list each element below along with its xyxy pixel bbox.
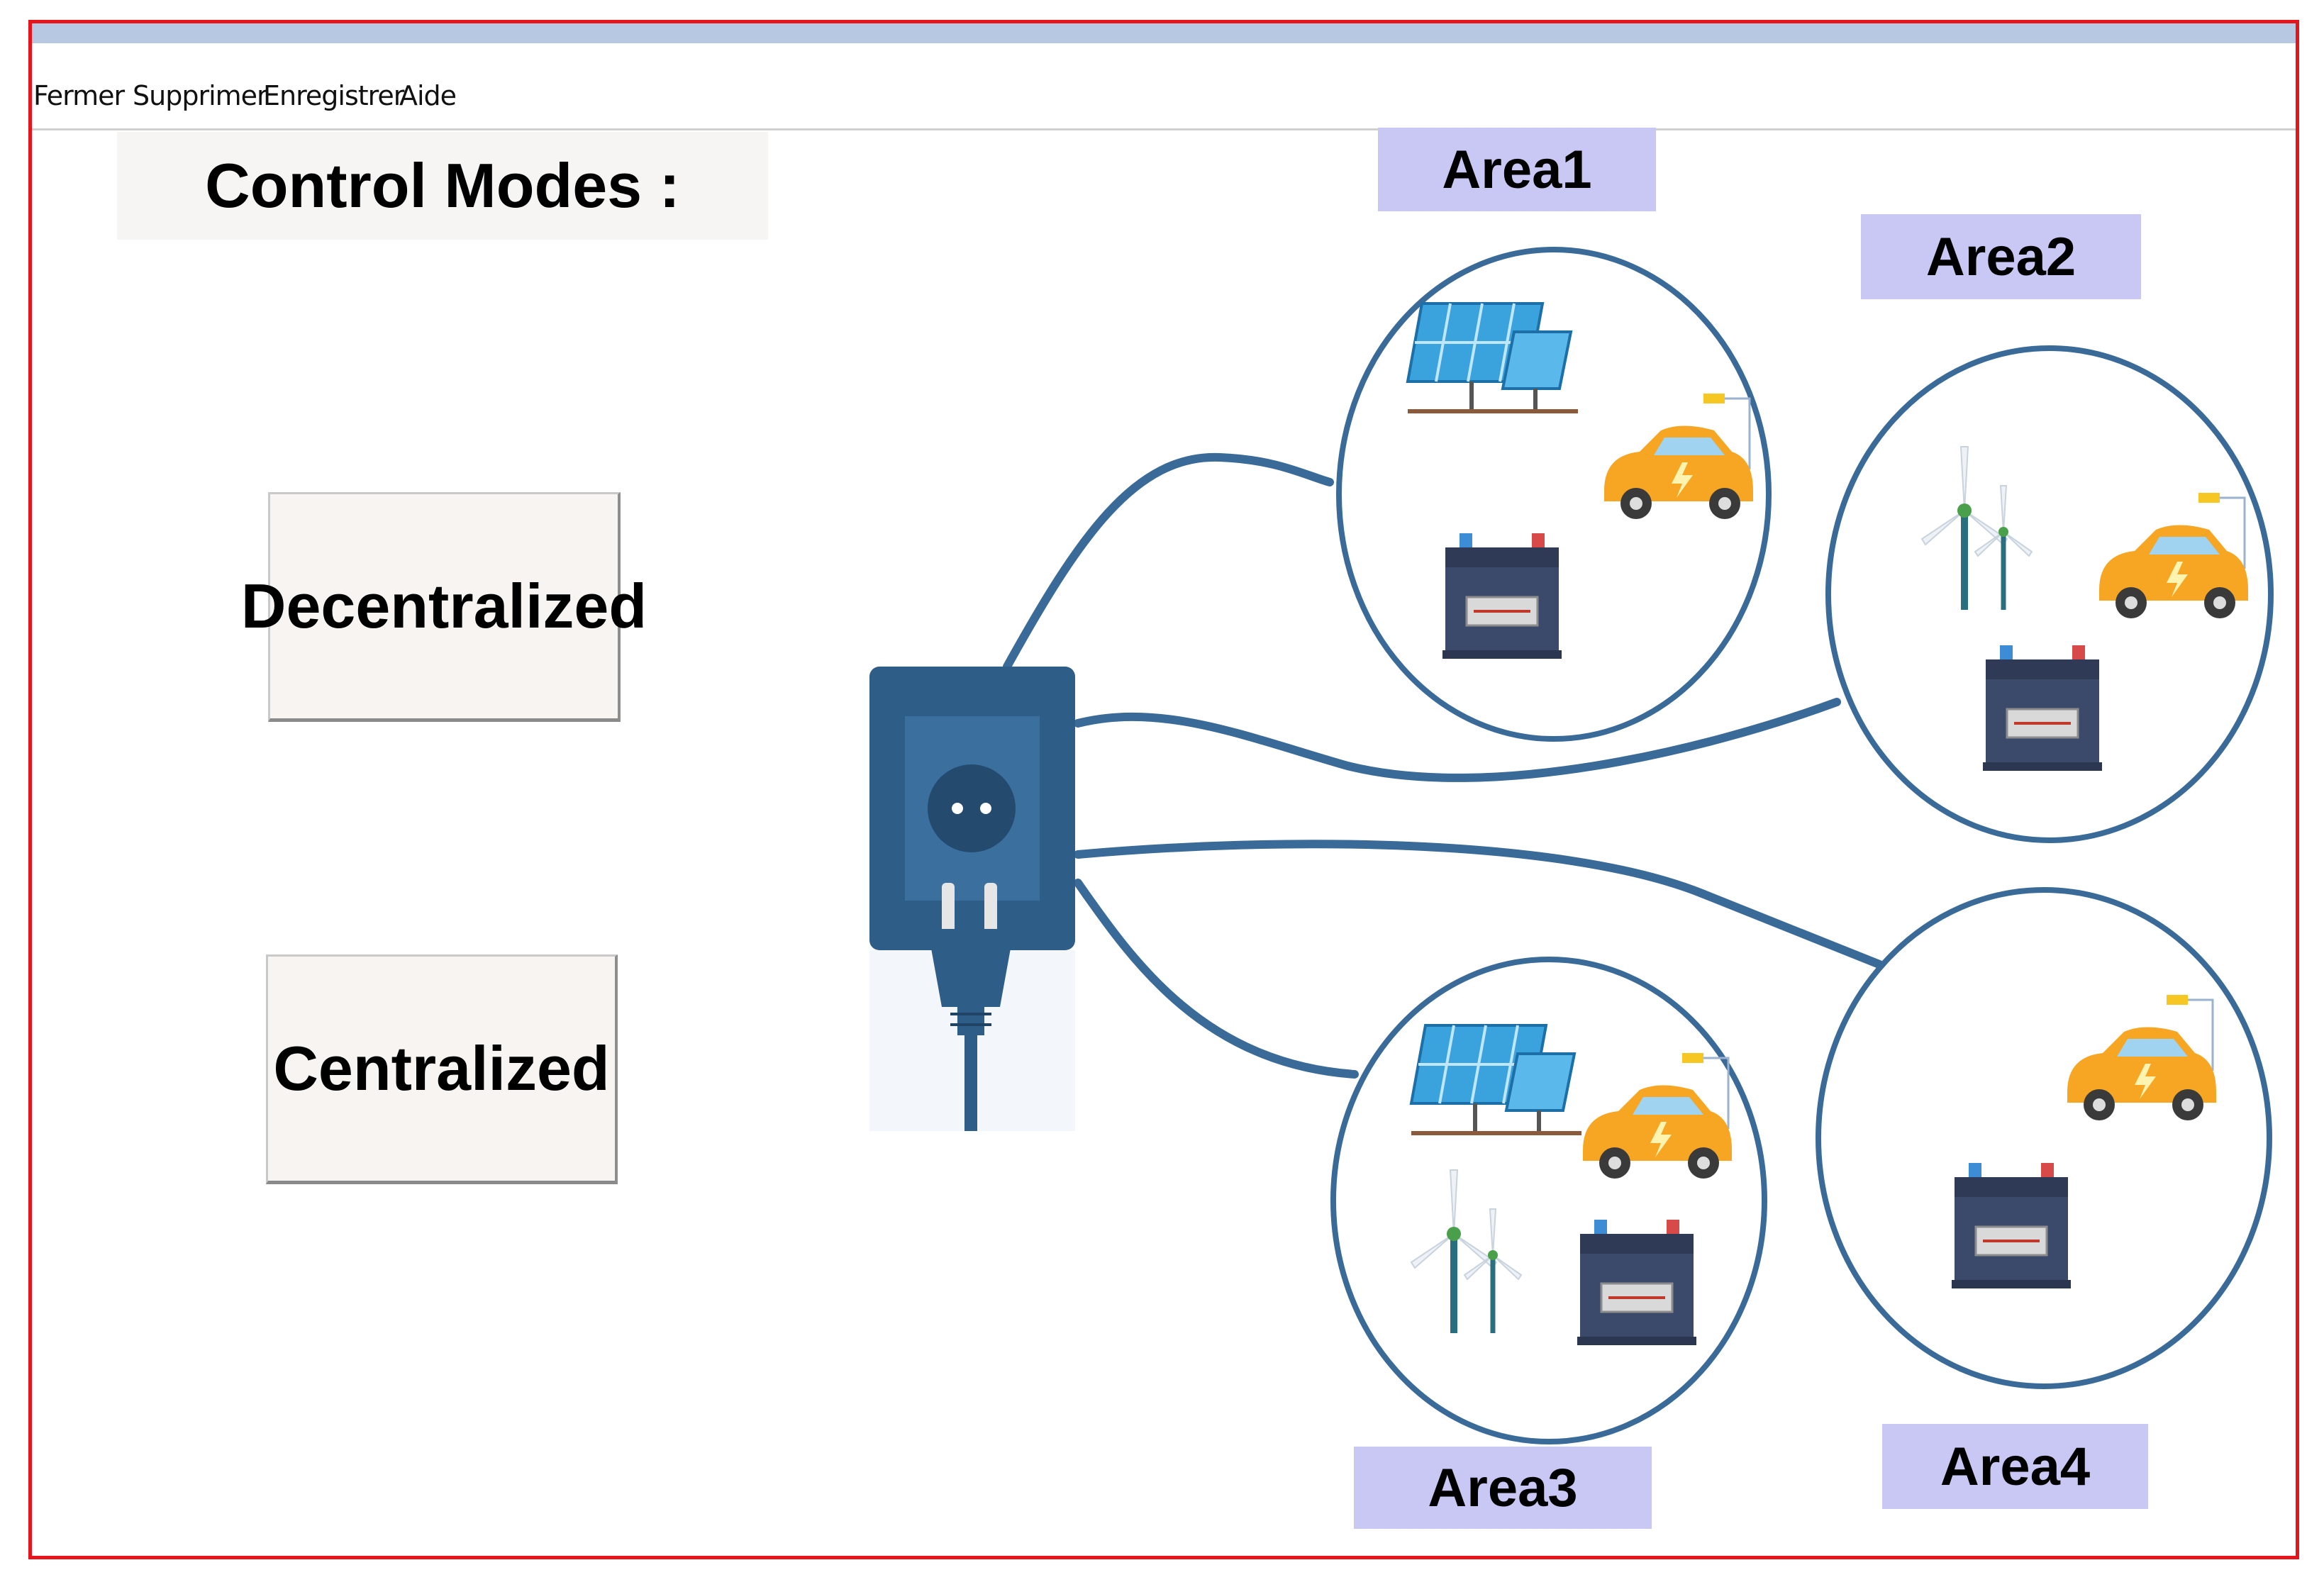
centralized-button[interactable]: Centralized bbox=[266, 954, 618, 1184]
area4-circle bbox=[1816, 887, 2272, 1389]
centralized-button-label: Centralized bbox=[273, 1033, 610, 1103]
battery-icon bbox=[1981, 644, 2103, 772]
area1-circle bbox=[1336, 247, 1772, 742]
menu-bar: Fermer Supprimer Enregistrer Aide bbox=[32, 43, 2296, 130]
area4-label: Area4 bbox=[1882, 1424, 2148, 1509]
menu-item-supprimer[interactable]: Supprimer bbox=[133, 80, 268, 111]
area2-label-text: Area2 bbox=[1925, 226, 2076, 287]
power-cables bbox=[1003, 452, 1884, 1079]
area3-label: Area3 bbox=[1354, 1447, 1652, 1529]
area1-label-text: Area1 bbox=[1442, 139, 1592, 200]
menu-item-enregistrer[interactable]: Enregistrer bbox=[263, 80, 404, 111]
battery-icon bbox=[1950, 1162, 2072, 1290]
cable-area2 bbox=[1074, 698, 1841, 782]
area2-label: Area2 bbox=[1861, 214, 2141, 299]
menu-item-aide[interactable]: Aide bbox=[399, 80, 457, 111]
title-bar bbox=[32, 23, 2296, 43]
area4-label-text: Area4 bbox=[1940, 1436, 2091, 1497]
cable-area3 bbox=[1074, 879, 1359, 1079]
control-modes-title-text: Control Modes : bbox=[205, 150, 680, 221]
area3-circle bbox=[1330, 957, 1767, 1444]
control-modes-title: Control Modes : bbox=[117, 132, 768, 240]
cable-area1 bbox=[1003, 452, 1334, 671]
cable-area4 bbox=[1074, 840, 1884, 969]
decentralized-button[interactable]: Decentralized bbox=[241, 492, 647, 722]
battery-icon bbox=[1576, 1218, 1698, 1347]
battery-icon bbox=[1441, 532, 1563, 660]
area1-label: Area1 bbox=[1378, 128, 1656, 211]
power-socket-icon bbox=[869, 667, 1075, 1131]
area2-circle bbox=[1825, 345, 2274, 843]
decentralized-button-label: Decentralized bbox=[240, 571, 647, 641]
area3-label-text: Area3 bbox=[1428, 1457, 1578, 1518]
menu-item-fermer[interactable]: Fermer bbox=[33, 80, 125, 111]
